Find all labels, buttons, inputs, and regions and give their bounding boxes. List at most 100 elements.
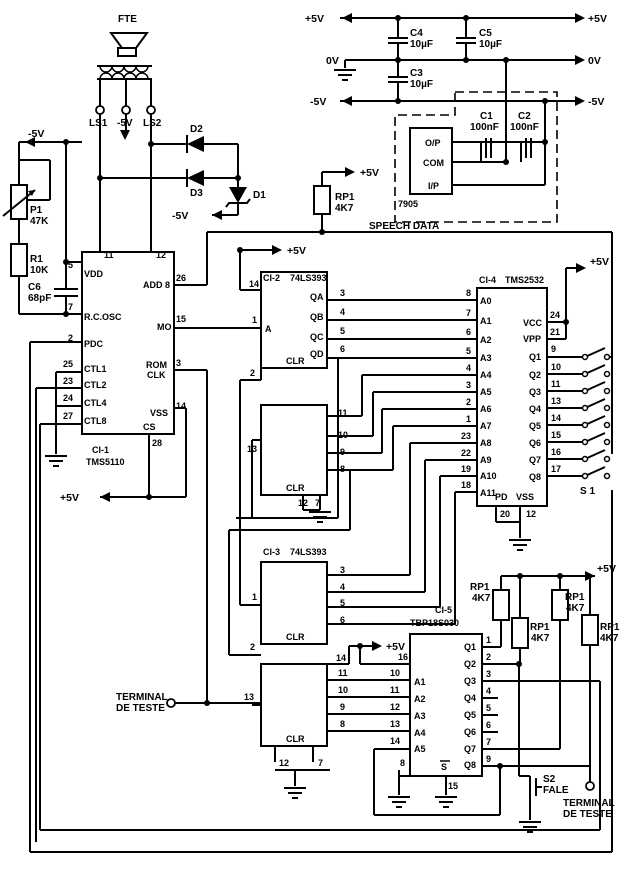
supply-label: +5V (360, 167, 379, 179)
ci4-pin-label: A7 (480, 421, 492, 431)
speaker-name: FTE (118, 14, 137, 25)
ci1-pin-label: CTL4 (84, 398, 107, 408)
ci5-pin-num: 12 (390, 702, 400, 712)
ci4-pin-label: A10 (480, 471, 497, 481)
ci4-pin-num: 4 (466, 363, 471, 373)
ci4-pin-num: 8 (466, 288, 471, 298)
ci4-pd: PD (495, 492, 508, 502)
terminal-left-line2: DE TESTE (116, 703, 165, 714)
ci5-pin-label: Q3 (464, 676, 476, 686)
s2-push-button[interactable] (529, 776, 542, 820)
ci2-q: QB (310, 312, 324, 322)
ci5-pin-num: 5 (486, 703, 491, 713)
ci1-pin-label: CTL8 (84, 416, 107, 426)
c6-value: 68pF (28, 293, 51, 304)
ci5-pin-num: 7 (486, 737, 491, 747)
ci1-pin-label: ROM (146, 360, 167, 370)
c5-name: C5 (479, 28, 492, 39)
ci2-pin: 1 (252, 315, 257, 325)
ci2-clr: CLR (286, 356, 305, 366)
ci4-pin-num: 22 (461, 448, 471, 458)
p1-value: 47K (30, 216, 49, 227)
ci3-pin: 2 (250, 642, 255, 652)
ci1-pin-num: 11 (104, 250, 114, 260)
ci3-part: 74LS393 (290, 547, 327, 557)
ci1-pin-num: 3 (176, 358, 181, 368)
regulator-part: 7905 (398, 199, 418, 209)
ci4-pin-num: 23 (461, 431, 471, 441)
supply-label: 0V (326, 55, 339, 67)
supply-label: +5V (386, 641, 405, 653)
ci4-pin-label: Q1 (529, 352, 541, 362)
supply-label: +5V (590, 256, 609, 268)
d2-label: D2 (190, 124, 203, 135)
ci4-pin-label: Q2 (529, 370, 541, 380)
ci5-pin-num: 4 (486, 686, 491, 696)
ci3-clr: CLR (286, 734, 305, 744)
c1-name: C1 (480, 111, 493, 122)
ls2-label: LS2 (143, 118, 162, 129)
ci4-vcc: VCC (523, 318, 543, 328)
ci1-pin-label: MO (157, 322, 172, 332)
c4-value: 10µF (410, 39, 433, 50)
ci4-pin-num: 17 (551, 464, 561, 474)
ci4-pin-num: 20 (500, 509, 510, 519)
rp1-b-name: RP1 (530, 622, 550, 633)
ci2-q: QD (310, 349, 324, 359)
ci5-pin-num: 13 (390, 719, 400, 729)
d3-label: D3 (190, 188, 203, 199)
ci4-pin-label: Q3 (529, 387, 541, 397)
supply-label: +5V (305, 13, 324, 25)
ci4-vss: VSS (516, 492, 534, 502)
c2-name: C2 (518, 111, 531, 122)
ci4-pin-num: 5 (466, 346, 471, 356)
supply-label: +5V (588, 13, 607, 25)
power-labels: +5V +5V 0V 0V -5V -5V C4 10µF C5 10µF C3… (305, 13, 607, 209)
ci4-pin-num: 14 (551, 413, 561, 423)
c6-name: C6 (28, 282, 41, 293)
rp1-a-value: 4K7 (472, 593, 491, 604)
ci5-pin-num: 16 (398, 652, 408, 662)
ci1-chip: VDD R.C.OSC PDC CTL1 CTL2 CTL4 CTL8 5 7 … (29, 250, 613, 853)
rp1-top-name: RP1 (335, 192, 355, 203)
ci4-pin-label: A11 (480, 488, 496, 498)
ci4-pin-num: 10 (551, 362, 561, 372)
ci4-pin-label: A2 (480, 335, 492, 345)
ci2-pin: 6 (340, 344, 345, 354)
ci1-pin-num: 23 (63, 376, 73, 386)
rp1-b-value: 4K7 (531, 633, 550, 644)
ci4-outputs: Q1 Q2 Q3 Q4 Q5 Q6 Q7 Q8 9 10 11 13 14 15… (529, 344, 561, 482)
supply-label: +5V (60, 492, 79, 504)
ci1-pin-label: CTL1 (84, 364, 107, 374)
ci1-pin-label: R.C.OSC (84, 312, 122, 322)
terminal-right-line1: TERMINAL (563, 798, 615, 809)
ci2-pin: 11 (338, 408, 348, 418)
c4-name: C4 (410, 28, 423, 39)
speech-data-label: SPEECH DATA (369, 221, 439, 232)
ci4-pin-num: 6 (466, 327, 471, 337)
ci2-part: 74LS393 (290, 273, 327, 283)
regulator-op: O/P (425, 138, 441, 148)
ci5-pin-label: A3 (414, 711, 426, 721)
ci1-pin-label: ADD 8 (143, 280, 170, 290)
ci3-pin: 13 (244, 692, 254, 702)
s1-switch-bank[interactable]: S 1 (547, 347, 612, 497)
ci4-vpp: VPP (523, 334, 541, 344)
ci5-pin-label: A4 (414, 728, 426, 738)
ci4-pin-label: A0 (480, 296, 492, 306)
rp1-c-value: 4K7 (566, 603, 585, 614)
supply-label: -5V (172, 210, 188, 222)
ci5-pin-label: Q6 (464, 727, 476, 737)
ci3-chip: CI-3 74LS393 CLR CLR 1 2 3 4 5 6 13 14 1… (228, 470, 410, 799)
s1-label: S 1 (580, 486, 595, 497)
ci4-name: CI-4 (479, 275, 496, 285)
c1-value: 100nF (470, 122, 499, 133)
ci4-pin-num: 12 (526, 509, 536, 519)
ci5-pin-label: A5 (414, 744, 426, 754)
r1-value: 10K (30, 265, 49, 276)
supply-label: -5V (28, 128, 44, 140)
ci4-pin-num: 19 (461, 464, 471, 474)
c3-value: 10µF (410, 79, 433, 90)
ci4-pin-label: A5 (480, 387, 492, 397)
ci5-pin-label: Q2 (464, 659, 476, 669)
